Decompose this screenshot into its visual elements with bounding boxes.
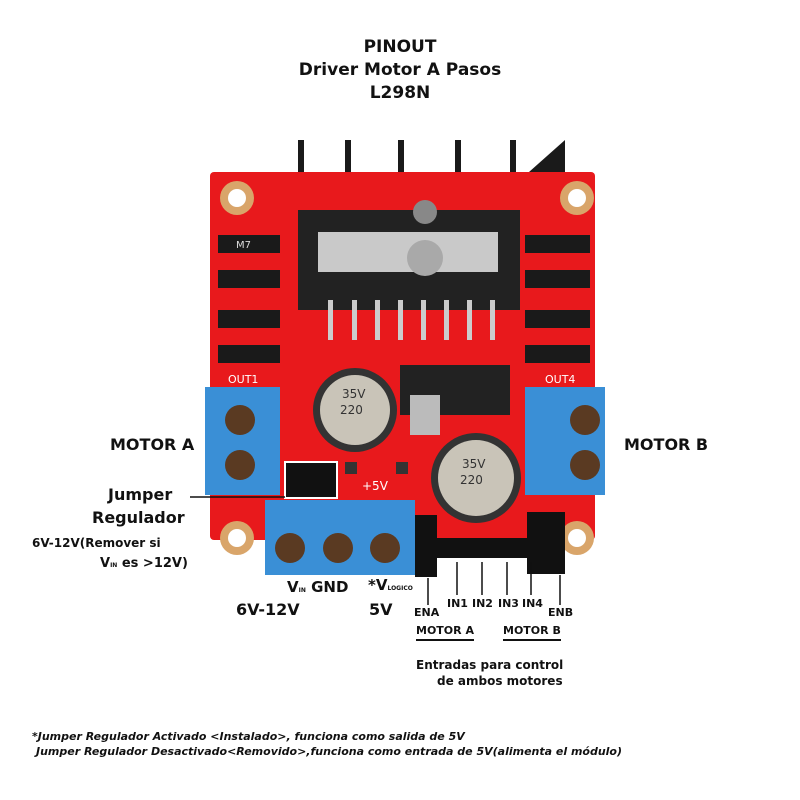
vlogic-value-label: 5V xyxy=(369,600,393,619)
inputs-caption-line1: Entradas para control xyxy=(416,658,564,672)
pin-ena-label: ENA xyxy=(414,606,440,619)
cap-1-label: 220 xyxy=(340,403,363,417)
cap-2-voltage-label: 35V xyxy=(462,457,486,471)
silk-5v: +5V xyxy=(362,479,389,493)
footnote-2: Jumper Regulador Desactivado<Removido>,f… xyxy=(36,745,623,758)
cap-1-voltage-label: 35V xyxy=(342,387,366,401)
cap-2-label: 220 xyxy=(460,473,483,487)
control-header xyxy=(415,512,565,577)
jumper-label-line2: Regulador xyxy=(92,508,185,527)
silk-out4: OUT4 xyxy=(545,373,575,386)
pin-in1-label: IN1 xyxy=(447,597,468,610)
jumper-note-line1: 6V-12V(Remover si xyxy=(32,536,161,550)
terminal-block-motor-b xyxy=(525,387,605,495)
vin-label: VIN GND xyxy=(287,578,349,596)
jumper-label-line1: Jumper xyxy=(108,485,173,504)
title-line-2: Driver Motor A Pasos xyxy=(298,60,502,80)
l298-pins xyxy=(328,300,495,340)
pin-in2-label: IN2 xyxy=(472,597,493,610)
title-line-1: PINOUT xyxy=(363,37,437,57)
pin-enb-label: ENB xyxy=(548,606,574,619)
motor-b-label: MOTOR B xyxy=(624,435,709,454)
diagram-title: PINOUT Driver Motor A Pasos L298N xyxy=(0,36,800,105)
jumper-note-line2: VIN es >12V) xyxy=(100,556,188,571)
diodes xyxy=(218,235,590,363)
capacitors xyxy=(313,368,521,523)
regulator-jumper xyxy=(284,461,338,499)
pin-in3-label: IN3 xyxy=(498,597,519,610)
inputs-caption-line2: de ambos motores xyxy=(437,674,563,688)
pin-in4-label: IN4 xyxy=(522,597,543,610)
terminal-block-motor-a xyxy=(205,387,280,495)
terminal-block-power xyxy=(265,500,415,575)
group-motor-b-label: MOTOR B xyxy=(503,624,561,641)
footnote-1: *Jumper Regulador Activado <Instalado>, … xyxy=(32,730,465,743)
motor-a-label: MOTOR A xyxy=(110,435,195,454)
group-motor-a-label: MOTOR A xyxy=(416,624,474,641)
vlogic-label: *VLOGICO xyxy=(368,576,413,594)
title-line-3: L298N xyxy=(369,83,431,103)
diode-label: M7 xyxy=(236,240,251,251)
leader-lines xyxy=(190,496,561,605)
vin-range-label: 6V-12V xyxy=(236,600,300,619)
silk-out1: OUT1 xyxy=(228,373,258,386)
